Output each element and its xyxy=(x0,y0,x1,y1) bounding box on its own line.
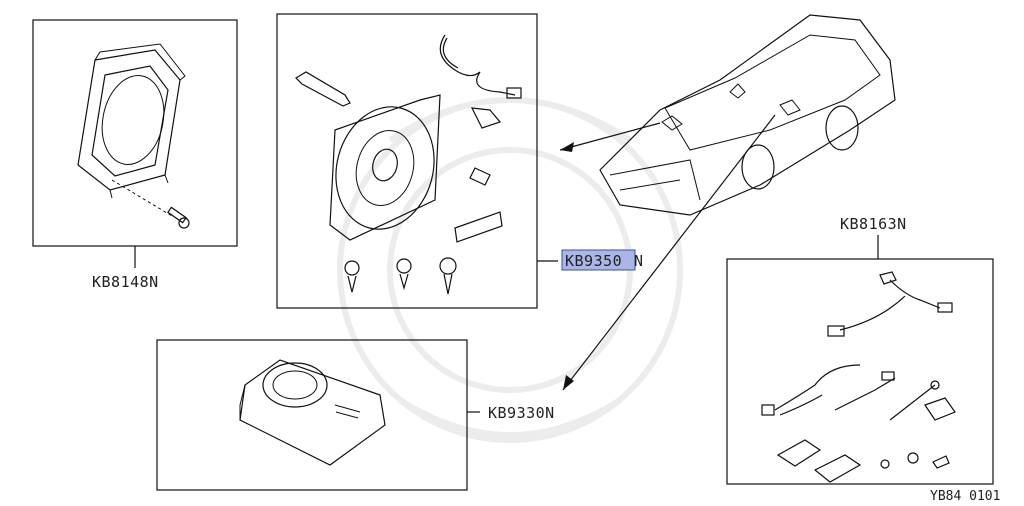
screw-icon xyxy=(396,258,412,291)
screw-icon xyxy=(344,260,360,293)
part-label-kb9330n[interactable]: KB9330N xyxy=(488,404,555,422)
diagram-reference: YB84 0101 xyxy=(930,489,1000,504)
wire-harness-icon xyxy=(761,364,896,416)
part-label-suffix: N xyxy=(634,252,644,270)
screw-icon xyxy=(167,206,190,229)
part-label-kb8148n[interactable]: KB8148N xyxy=(92,273,159,291)
pointer-arrows xyxy=(559,114,776,391)
connector-icon xyxy=(295,71,351,107)
part-number-highlight xyxy=(561,249,636,271)
screw-icon xyxy=(439,257,457,295)
speaker-kit-panel: KB9350 N xyxy=(276,13,644,309)
foam-strip-icon xyxy=(454,211,503,243)
speaker-icon xyxy=(329,94,441,241)
cable-tie-icon xyxy=(889,380,940,421)
screw-icon xyxy=(880,452,950,469)
part-label-kb9350[interactable]: KB9350 xyxy=(565,252,622,270)
screw-icon xyxy=(469,167,491,186)
bracket-panel: KB8148N xyxy=(32,19,238,291)
wire-harness-icon xyxy=(827,271,953,337)
subwoofer-panel: KB9330N xyxy=(156,339,555,491)
station-wagon-icon xyxy=(599,14,896,216)
wire-harness-icon xyxy=(439,34,522,129)
mounting-plate-icon xyxy=(776,439,862,483)
part-label-kb8163n[interactable]: KB8163N xyxy=(840,215,907,233)
subwoofer-icon xyxy=(239,359,386,466)
speaker-bracket-icon xyxy=(77,43,186,199)
harness-kit-panel: KB8163N xyxy=(726,215,994,485)
tape-icon xyxy=(924,397,956,421)
